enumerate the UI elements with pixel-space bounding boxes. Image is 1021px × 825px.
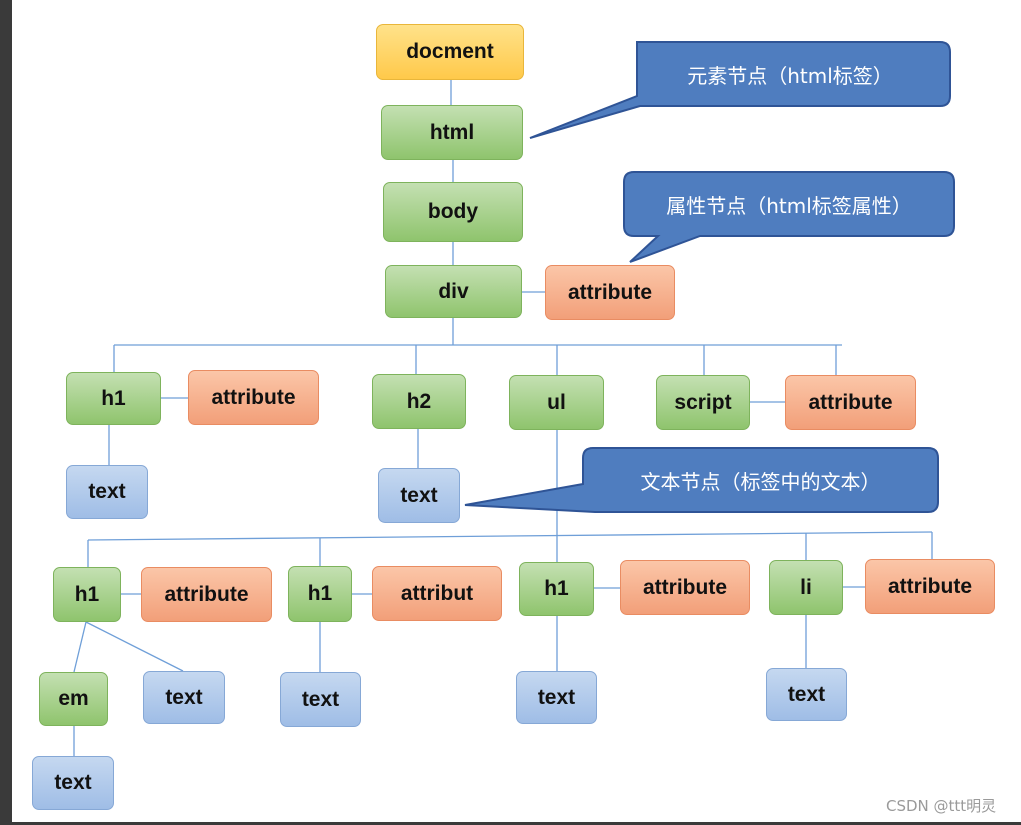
em-node: em	[39, 672, 108, 726]
ul-child-h1-attribute-node: attribute	[141, 567, 272, 622]
h1-text-node: text	[66, 465, 148, 519]
ul-node: ul	[509, 375, 604, 430]
script-node: script	[656, 375, 750, 430]
li-node: li	[769, 560, 843, 615]
ul-child2-h1-node: h1	[288, 566, 352, 622]
ul-child2-attribute-node: attribut	[372, 566, 502, 621]
li-text-node: text	[766, 668, 847, 721]
attribute-node-callout: 属性节点（html标签属性）	[666, 193, 912, 218]
text-node-callout: 文本节点（标签中的文本）	[640, 469, 881, 494]
script-attribute-node: attribute	[785, 375, 916, 430]
document-node: docment	[376, 24, 524, 80]
div-node: div	[385, 265, 522, 318]
ul-child3-attribute-node: attribute	[620, 560, 750, 615]
html-node: html	[381, 105, 523, 160]
em-text-node: text	[32, 756, 114, 810]
ul-child2-text-node: text	[280, 672, 361, 727]
ul-child3-h1-node: h1	[519, 562, 594, 616]
li-attribute-node: attribute	[865, 559, 995, 614]
div-attribute-node: attribute	[545, 265, 675, 320]
callout-bubbles	[464, 41, 955, 513]
h1-node: h1	[66, 372, 161, 425]
h2-text-node: text	[378, 468, 460, 523]
csdn-watermark: CSDN @ttt明灵	[886, 797, 997, 815]
body-node: body	[383, 182, 523, 242]
h2-node: h2	[372, 374, 466, 429]
ul-child-h1-node: h1	[53, 567, 121, 622]
element-node-callout: 元素节点（html标签）	[687, 63, 893, 88]
ul-child3-text-node: text	[516, 671, 597, 724]
h1-attribute-node: attribute	[188, 370, 319, 425]
ul-child-h1-text-node: text	[143, 671, 225, 724]
window-left-edge	[0, 0, 12, 825]
window-bottom-edge	[0, 822, 1021, 825]
